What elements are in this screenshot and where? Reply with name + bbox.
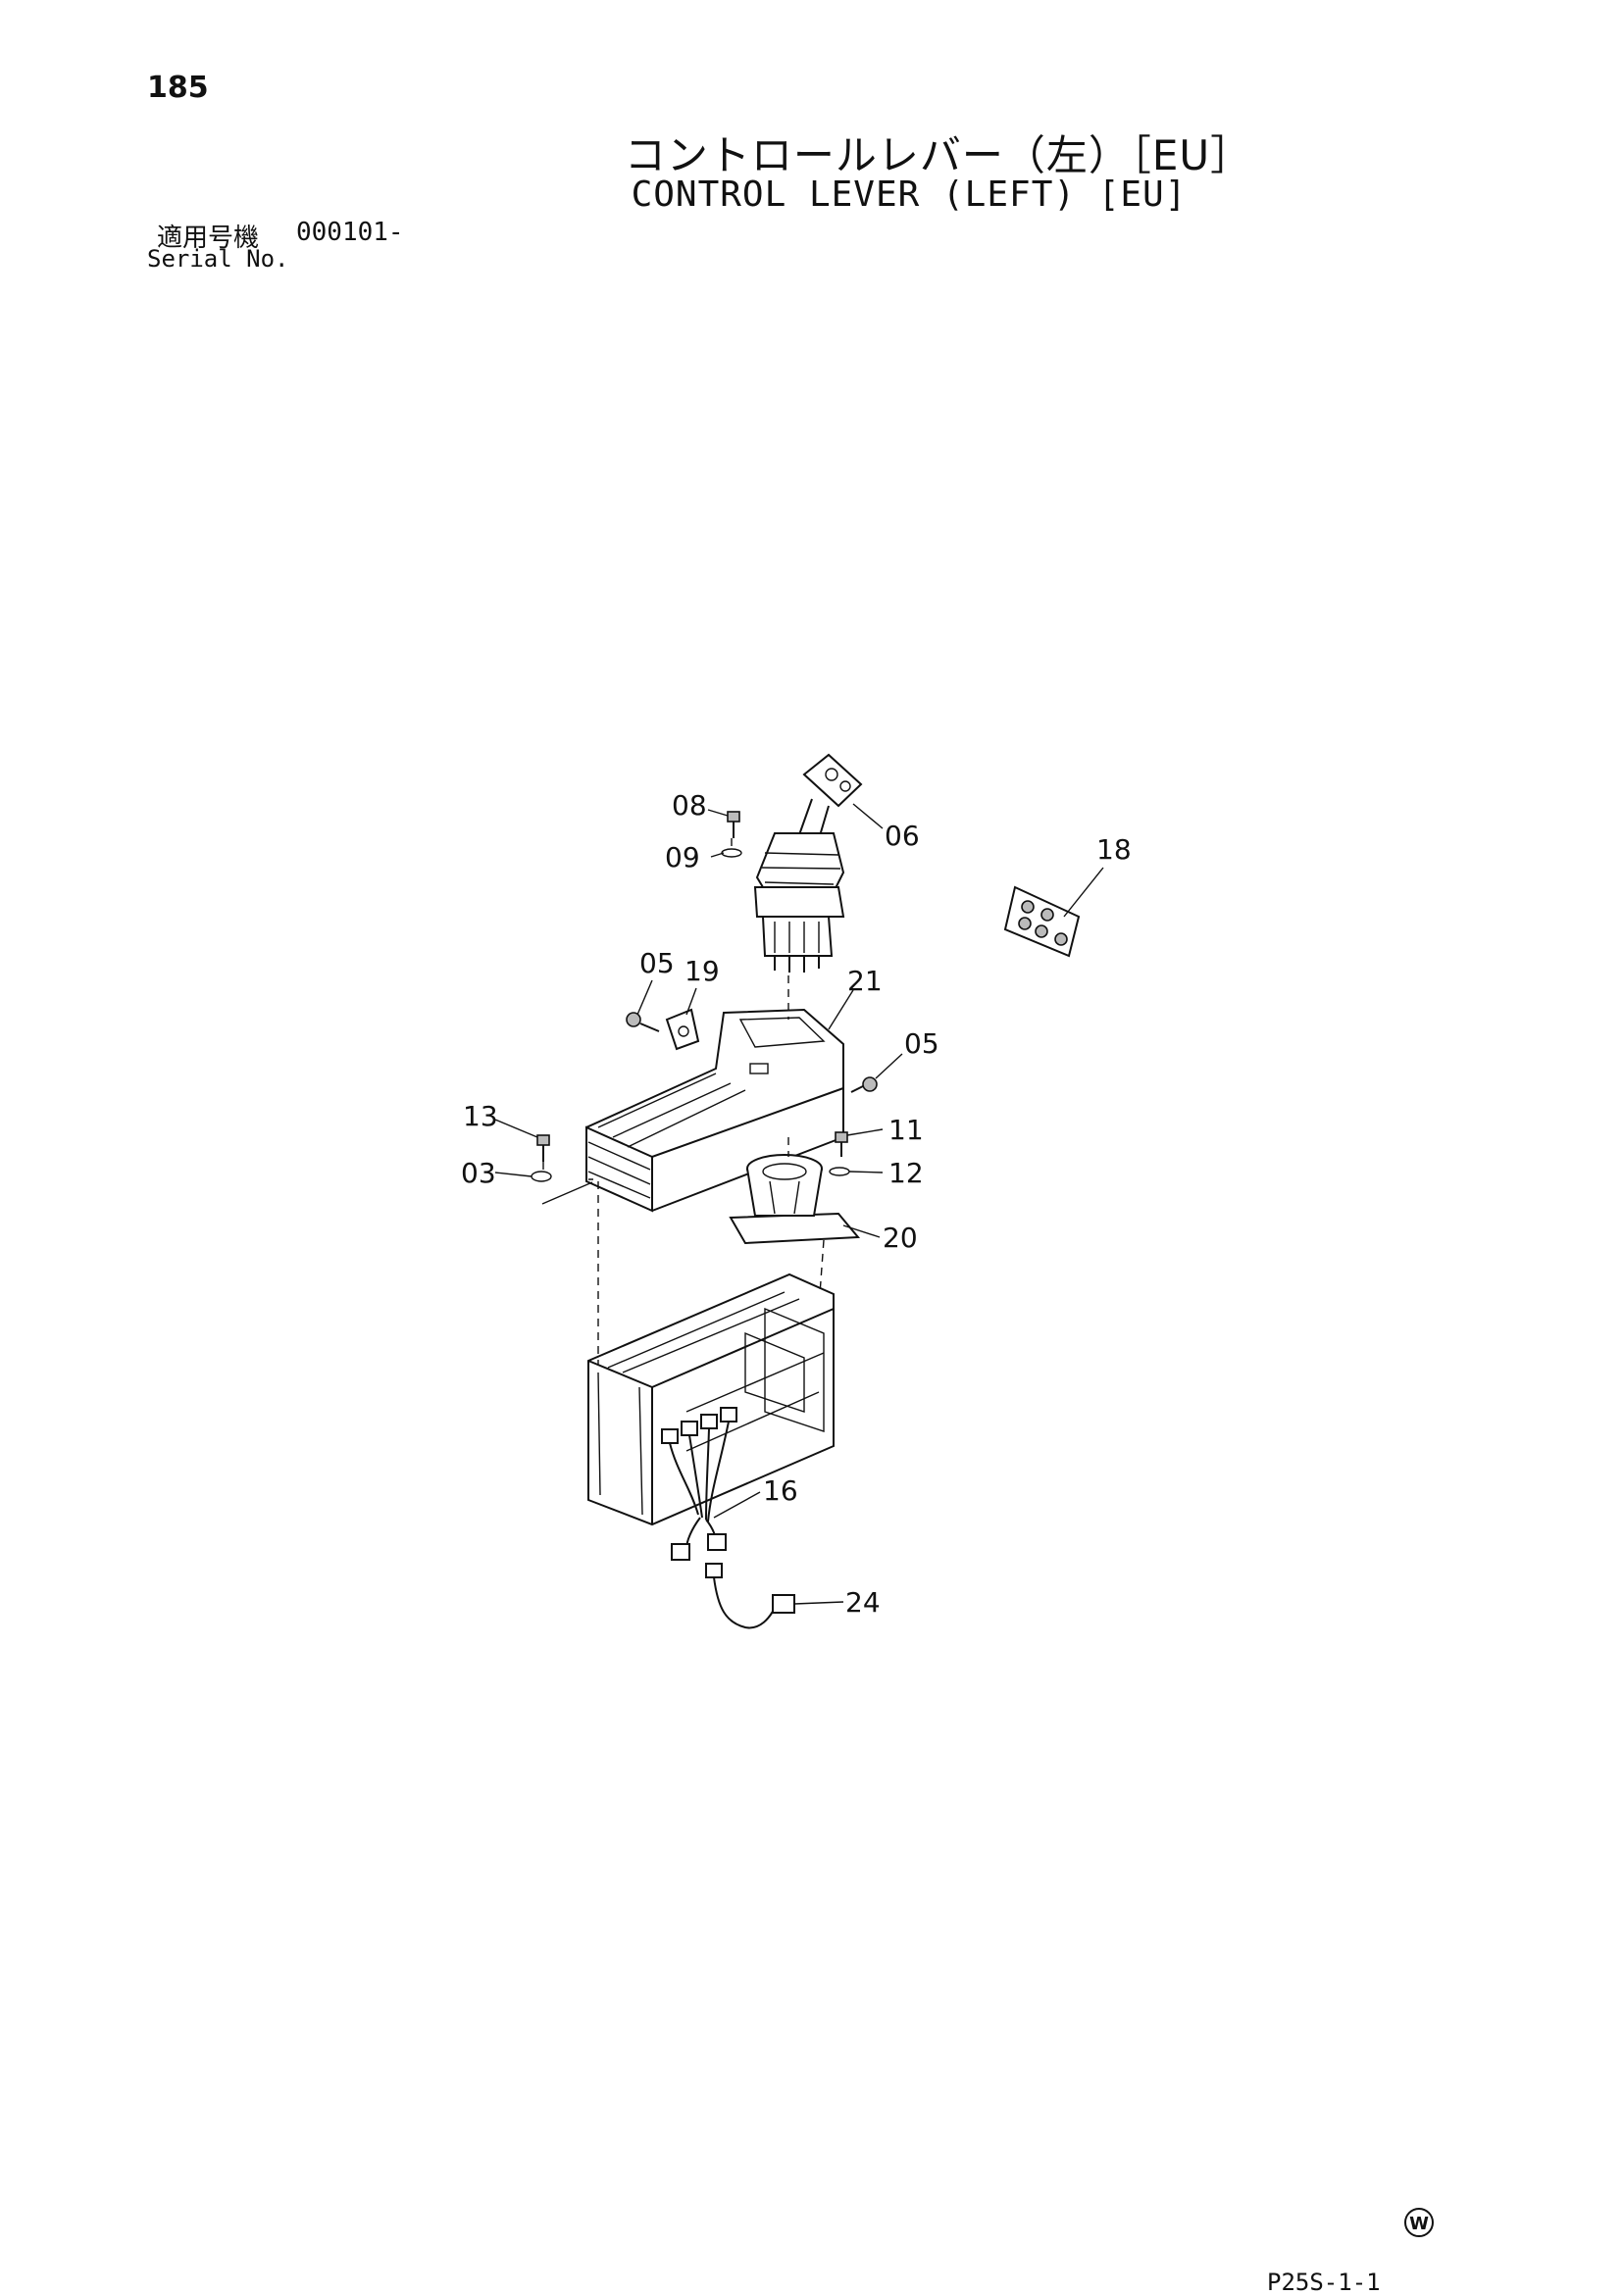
callout-03: 03	[461, 1157, 496, 1189]
console-base-frame	[587, 1273, 835, 1526]
bolt-11-part	[835, 1131, 848, 1157]
washer-09-part	[721, 848, 742, 858]
callout-08: 08	[672, 789, 707, 822]
callout-05-left: 05	[639, 947, 675, 979]
watermark-w-symbol: W	[1404, 2208, 1434, 2237]
align-line-right	[819, 1239, 825, 1295]
serial-value: 000101-	[296, 218, 404, 247]
wire-harness-24-part	[705, 1563, 795, 1629]
callout-20: 20	[883, 1222, 918, 1254]
title-japanese: コントロールレバー（左）［EU］	[624, 131, 1253, 179]
wire-harness-16-part	[661, 1407, 737, 1561]
bolt-13-part	[536, 1134, 550, 1162]
joystick-lever-part	[753, 753, 863, 973]
callout-11: 11	[888, 1114, 924, 1146]
callout-19: 19	[684, 955, 720, 987]
callout-13: 13	[463, 1100, 498, 1132]
leader-lines	[494, 803, 1104, 1605]
washer-03-part	[531, 1171, 552, 1182]
console-cover-part	[584, 1008, 844, 1213]
bolt-08-part	[727, 811, 740, 838]
callout-12: 12	[888, 1157, 924, 1189]
callout-05-right: 05	[904, 1027, 939, 1060]
title-english: CONTROL LEVER (LEFT) [EU]	[631, 175, 1188, 215]
callout-21: 21	[847, 965, 883, 997]
serial-label-english: Serial No.	[147, 245, 289, 273]
serial-label-japanese: 適用号機	[157, 224, 260, 253]
bolt-05-left-part	[626, 1012, 660, 1032]
page-number: 185	[147, 71, 209, 105]
callout-16: 16	[763, 1474, 798, 1507]
bolt-05-right-part	[850, 1076, 878, 1093]
callout-24: 24	[845, 1586, 881, 1619]
switch-panel-part	[1003, 885, 1081, 958]
callout-06: 06	[885, 820, 920, 852]
document-code: P25S-1-1	[1267, 2269, 1381, 2296]
bracket-19-part	[665, 1008, 700, 1051]
washer-12-part	[829, 1167, 850, 1176]
callout-09: 09	[665, 841, 700, 873]
boot-20-part	[729, 1154, 861, 1245]
callout-18: 18	[1096, 833, 1132, 866]
